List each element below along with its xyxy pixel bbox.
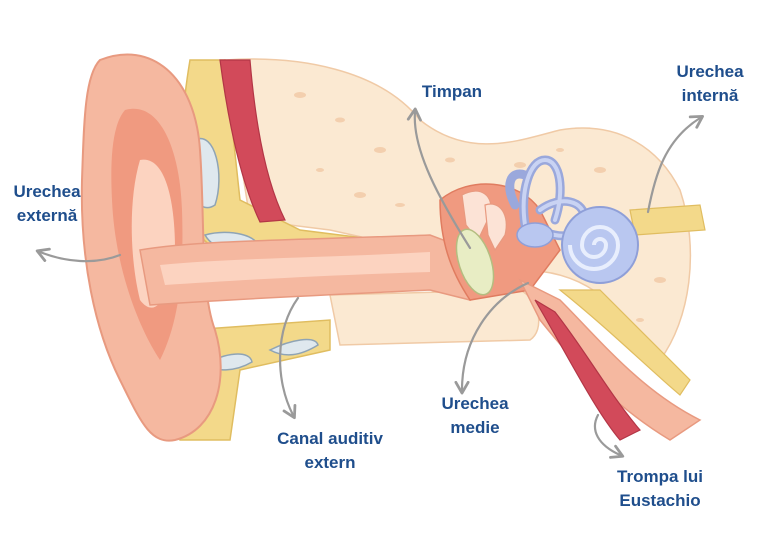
label-outer-ear-line1: Urechea [13,182,81,201]
arrow-outer-ear [35,247,122,263]
arrow-eustachian-tube [593,413,625,459]
label-eardrum: Timpan [402,80,502,104]
label-eustachian-tube-line2: Eustachio [619,491,701,510]
lower-bone [329,289,540,346]
label-inner-ear-line1: Urechea [676,62,744,81]
vestibule [516,222,554,248]
arrow-middle-ear [454,281,530,395]
label-middle-ear-line2: medie [450,418,500,437]
eardrum-membrane [455,228,495,296]
label-outer-ear-line2: externă [16,206,78,225]
cochlea [561,206,639,284]
label-outer-ear: Urechea externă [2,180,92,228]
muscle-band [219,59,286,223]
label-eustachian-tube-line1: Trompa lui [617,467,703,486]
label-eardrum-line1: Timpan [421,82,483,101]
label-ear-canal-line1: Canal auditiv [277,429,383,448]
label-middle-ear: Urechea medie [420,392,530,440]
arrow-inner-ear [646,114,704,214]
eustachian-muscle [534,299,641,441]
eustachian-fat [558,289,691,396]
label-middle-ear-line1: Urechea [441,394,509,413]
label-ear-canal: Canal auditiv extern [255,427,405,475]
auditory-nerve [629,204,706,236]
label-ear-canal-line2: extern [304,453,356,472]
label-inner-ear: Urechea internă [660,60,760,108]
label-eustachian-tube: Trompa lui Eustachio [595,465,725,513]
ossicles [461,190,507,252]
ear-canal-highlight [160,252,430,285]
label-inner-ear-line2: internă [681,86,739,105]
arrow-ear-canal [279,296,300,420]
arrow-eardrum [406,107,472,250]
pointer-arrows [35,107,704,459]
